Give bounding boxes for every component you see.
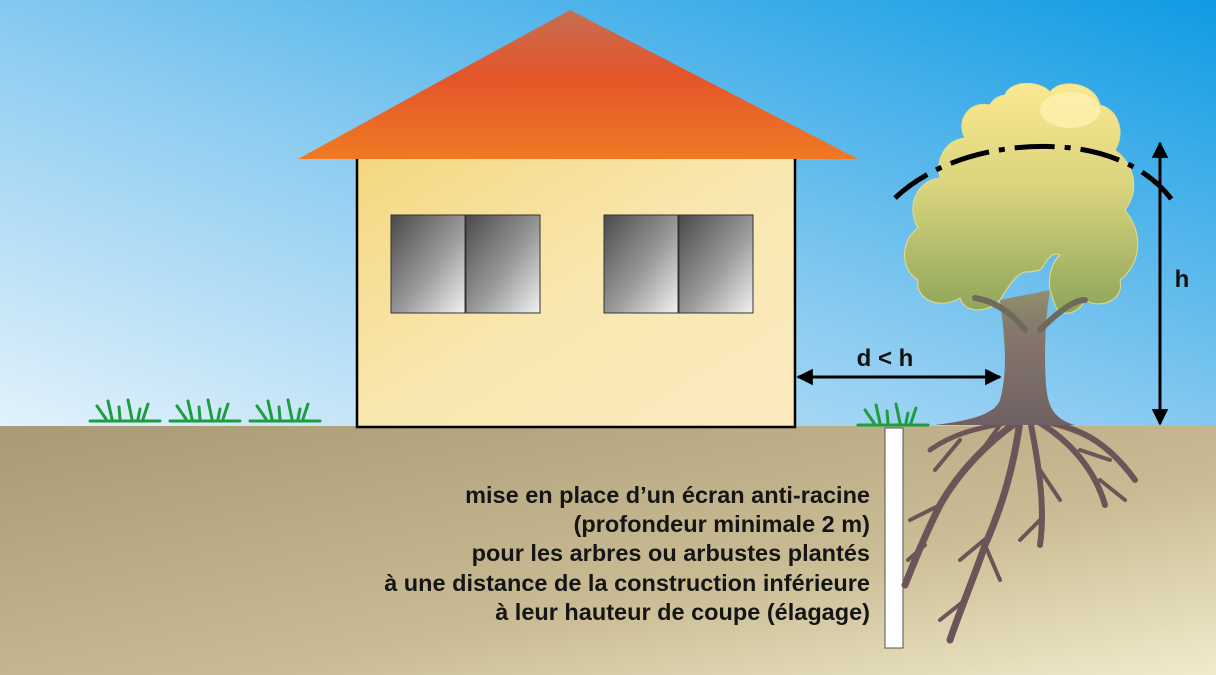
tree-roots [901,416,1138,644]
tree-foliage [904,82,1139,314]
tree-foliage-highlight [1040,92,1100,128]
window-right [603,214,754,314]
caption-line: pour les arbres ou arbustes plantés [471,540,870,567]
caption-line: à une distance de la construction inféri… [384,569,870,596]
house-roof [298,10,858,159]
tree [901,82,1139,644]
caption-line: à leur hauteur de coupe (élagage) [495,598,870,625]
caption-line: mise en place d’un écran anti-racine [465,482,870,508]
pruning-height-line [893,143,1175,202]
grass-tuft [856,402,930,427]
root-barrier [884,427,904,649]
distance-label: d < h [857,345,914,372]
tree-trunk [935,290,1075,425]
grass-tuft [168,398,242,423]
caption-line: (profondeur minimale 2 m) [573,511,870,538]
grass-tuft [248,398,322,423]
window-left [390,214,541,314]
height-label: h [1175,266,1190,293]
grass-tuft [88,398,162,423]
house [298,10,858,429]
root-barrier-caption: mise en place d’un écran anti-racine (pr… [110,481,870,627]
tree-branch [972,295,1088,333]
